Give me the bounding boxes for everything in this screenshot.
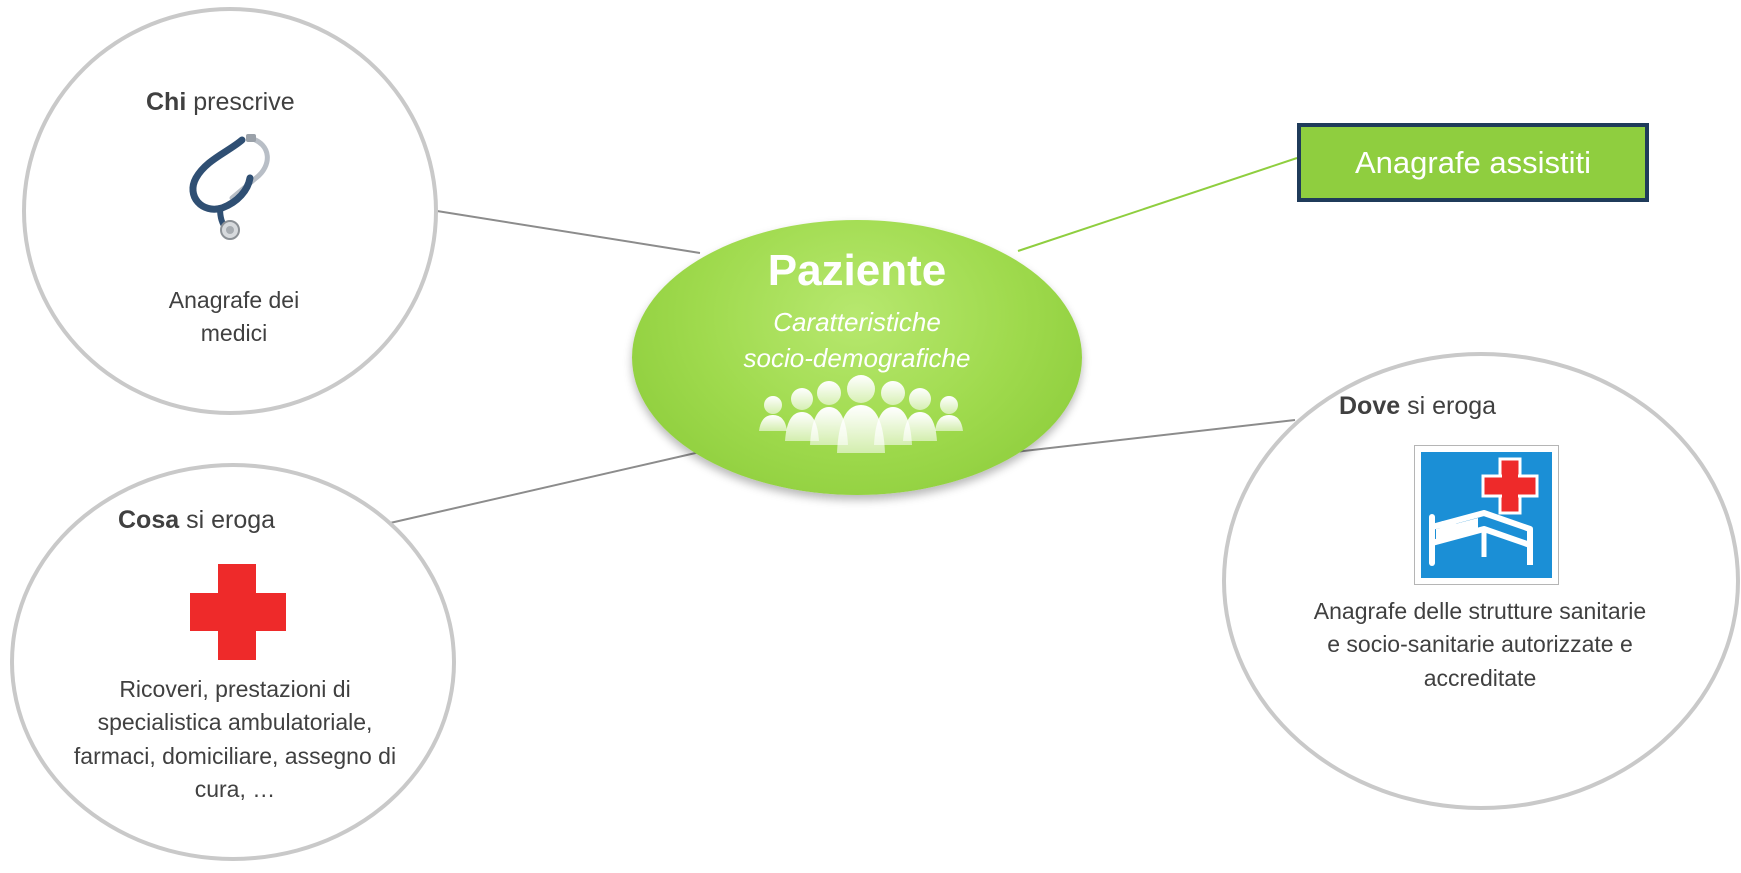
connector-anagrafe-assistiti [1017, 157, 1298, 252]
dove-description-line: e socio-sanitarie autorizzate e [1327, 631, 1633, 658]
dove-heading-bold: Dove [1339, 392, 1401, 420]
paziente-subtitle-line: socio-demografiche [743, 343, 971, 374]
paziente-subtitle: Caratteristiche socio-demografiche [632, 304, 1082, 377]
chi-heading-rest: prescrive [186, 88, 295, 116]
chi-description-line: medici [200, 320, 268, 347]
cosa-description: Ricoveri, prestazioni di specialistica a… [40, 673, 430, 806]
dove-description: Anagrafe delle strutture sanitarie e soc… [1255, 595, 1705, 695]
connector-cosa [389, 451, 701, 524]
cosa-heading-bold: Cosa [118, 506, 180, 534]
cosa-description-line: farmaci, domiciliare, assegno di [73, 742, 397, 769]
red-cross-icon [184, 556, 296, 673]
connector-dove [1014, 419, 1296, 453]
chi-description-line: Anagrafe dei [168, 287, 300, 313]
paziente-title: Paziente [767, 246, 947, 295]
cosa-heading-rest: si eroga [179, 506, 276, 534]
paziente-node: Paziente Caratteristiche socio-demografi… [632, 220, 1082, 495]
chi-heading: Chi prescrive [146, 88, 295, 117]
dove-description-line: accreditate [1423, 664, 1537, 691]
dove-heading-rest: si eroga [1400, 392, 1497, 420]
paziente-subtitle-line: Caratteristiche [773, 307, 941, 337]
cosa-description-line: Ricoveri, prestazioni di [119, 676, 351, 702]
cosa-description-line: cura, … [194, 776, 276, 803]
cosa-description-line: specialistica ambulatoriale, [97, 709, 373, 736]
cosa-heading: Cosa si eroga [118, 506, 275, 535]
chi-description: Anagrafe dei medici [118, 284, 350, 351]
hospital-bed-icon [1414, 445, 1559, 590]
dove-description-line: Anagrafe delle strutture sanitarie [1313, 598, 1647, 624]
people-group-icon [757, 375, 967, 460]
connector-chi [436, 210, 701, 254]
stethoscope-icon [180, 130, 280, 245]
anagrafe-assistiti-box: Anagrafe assistiti [1297, 123, 1649, 202]
chi-prescrive-circle [22, 7, 438, 415]
chi-heading-bold: Chi [146, 88, 187, 116]
dove-heading: Dove si eroga [1339, 392, 1496, 421]
